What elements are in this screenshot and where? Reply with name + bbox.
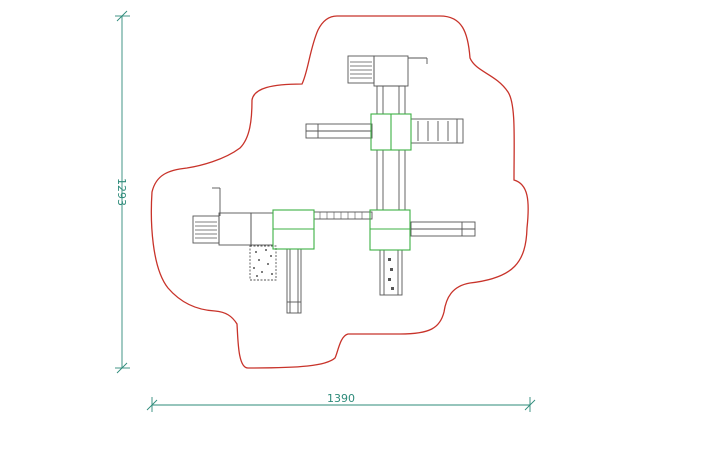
width-dimension: [146, 397, 536, 412]
platforms: [272, 113, 412, 251]
climbing-wall: [249, 245, 277, 281]
width-dimension-label: 1390: [327, 392, 355, 405]
central-passage: [376, 149, 406, 211]
play-structure: [192, 55, 476, 314]
ladder-upper: [410, 118, 464, 144]
height-dimension: [115, 10, 130, 374]
top-hatched-platform: [347, 55, 375, 84]
top-bridge: [376, 85, 406, 115]
horizontal-bridge: [313, 211, 373, 220]
height-dimension-label: 1293: [115, 178, 128, 206]
platform-center: [369, 209, 411, 251]
left-slide: [286, 248, 302, 314]
top-hatch-lines: [350, 61, 372, 79]
safety-zone-outline: [150, 15, 529, 369]
left-roof: [218, 212, 252, 246]
left-connector: [250, 212, 274, 246]
top-roof: [373, 55, 409, 87]
left-hatched-platform: [192, 215, 220, 244]
